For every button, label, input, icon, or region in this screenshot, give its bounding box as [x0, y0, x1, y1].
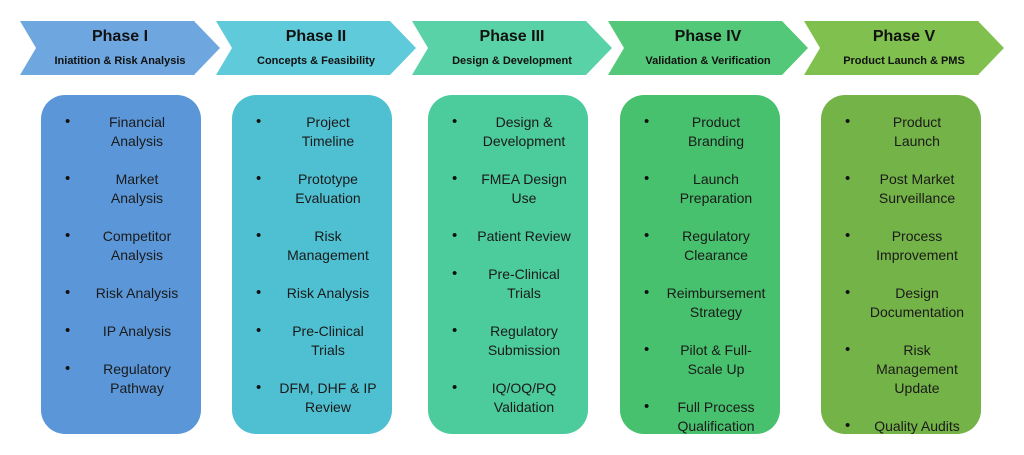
phase-title: Phase II: [285, 28, 347, 45]
phase-title: Phase V: [872, 28, 936, 45]
bullet-icon: •: [452, 265, 458, 282]
bullet-icon: •: [65, 322, 71, 339]
list-item-label: Patient Review: [477, 228, 571, 244]
bullet-icon: •: [65, 113, 71, 130]
phase-arrow: [216, 21, 416, 75]
phase-column-4: Phase IV Validation & Verification: [608, 0, 808, 455]
phase-title: Phase I: [91, 28, 149, 45]
bullet-icon: •: [845, 417, 851, 434]
bullet-icon: •: [452, 227, 458, 244]
phase-subtitle: Product Launch & PMS: [843, 55, 965, 67]
phase-column-5: Phase V Product Launch & PMS: [804, 0, 1004, 455]
bullet-icon: •: [256, 284, 262, 301]
bullet-icon: •: [644, 341, 650, 358]
bullet-icon: •: [845, 113, 851, 130]
bullet-icon: •: [256, 113, 262, 130]
bullet-icon: •: [644, 170, 650, 187]
bullet-icon: •: [65, 227, 71, 244]
phase-arrow: [20, 21, 220, 75]
phase-column-2: Phase II Concepts & Feasibility: [216, 0, 416, 455]
phase-subtitle: Concepts & Feasibility: [257, 55, 375, 67]
bullet-icon: •: [845, 170, 851, 187]
phase-arrow: [608, 21, 808, 75]
list-item-label: IP Analysis: [102, 323, 172, 339]
phase-arrow: [412, 21, 612, 75]
bullet-icon: •: [845, 341, 851, 358]
bullet-icon: •: [65, 170, 71, 187]
list-item-label: Design &Development: [482, 114, 566, 149]
bullet-icon: •: [452, 379, 458, 396]
bullet-icon: •: [256, 379, 262, 396]
bullet-icon: •: [452, 322, 458, 339]
bullet-icon: •: [845, 227, 851, 244]
bullet-icon: •: [65, 360, 71, 377]
phase-subtitle: Design & Development: [452, 55, 572, 67]
bullet-icon: •: [256, 227, 262, 244]
bullet-icon: •: [644, 227, 650, 244]
bullet-icon: •: [65, 284, 71, 301]
bullet-icon: •: [256, 322, 262, 339]
phase-column-3: Phase III Design & Development: [412, 0, 612, 455]
list-item-label: Risk Analysis: [286, 285, 370, 301]
bullet-icon: •: [644, 284, 650, 301]
phase-title: Phase IV: [674, 28, 742, 45]
bullet-icon: •: [452, 170, 458, 187]
bullet-icon: •: [452, 113, 458, 130]
phase-subtitle: Validation & Verification: [645, 55, 771, 67]
bullet-icon: •: [644, 113, 650, 130]
phase-subtitle: Iniatition & Risk Analysis: [54, 55, 186, 67]
list-item-label: Risk Analysis: [95, 285, 179, 301]
bullet-icon: •: [256, 170, 262, 187]
phase-arrow: [804, 21, 1004, 75]
phase-column-1: Phase I Iniatition & Risk Analysis: [20, 0, 220, 455]
phase-title: Phase III: [479, 28, 545, 45]
bullet-icon: •: [845, 284, 851, 301]
bullet-icon: •: [644, 398, 650, 415]
list-item-label: Pilot & Full-Scale Up: [680, 342, 752, 377]
list-item-label: Quality Audits: [874, 418, 960, 434]
